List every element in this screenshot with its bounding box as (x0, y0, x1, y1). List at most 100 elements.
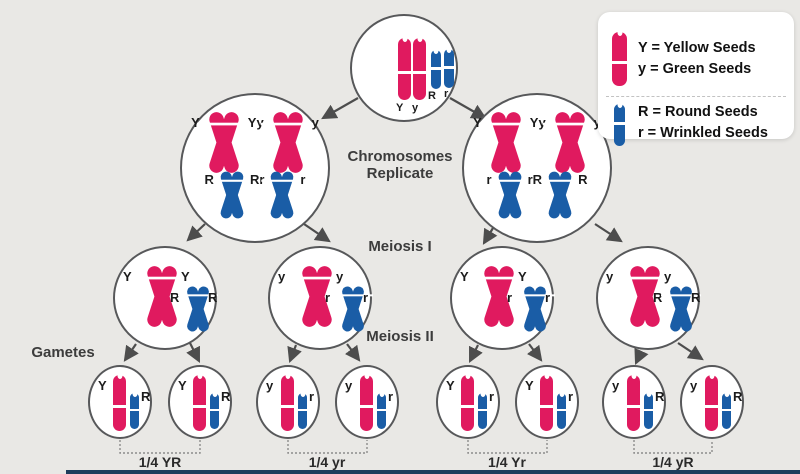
x-chromosome-blue (489, 170, 531, 220)
x-chromosome-group: y y (256, 110, 319, 175)
x-chromosome-group: r r (259, 170, 305, 220)
chromosome-rod-blue (298, 393, 307, 429)
x-chromosome-group: y y (538, 110, 601, 175)
pink-chromosome-icon (612, 32, 627, 86)
legend-item-yellow: Y = Yellow Seeds (638, 40, 756, 56)
allele-label: R (653, 290, 663, 305)
allele-label: Y (460, 269, 469, 284)
allele-label: Y (178, 378, 187, 393)
allele-label: Y (98, 378, 107, 393)
allele-label: Y (529, 115, 539, 130)
legend-item-green: y = Green Seeds (638, 61, 752, 77)
x-chromosome-group: r r (487, 170, 533, 220)
allele-label: R (655, 389, 665, 404)
chromosome-rod-pink (461, 375, 474, 431)
blue-chromosome-icon (614, 104, 625, 146)
x-chromosome-pink (543, 110, 597, 175)
x-chromosome-blue (211, 170, 253, 220)
allele-label: Y (525, 378, 534, 393)
parent-cell: Y y R r (350, 14, 458, 122)
gamete-cell-7: y R (602, 365, 666, 439)
allele-label: Y (446, 378, 455, 393)
chromosome-rod-Y (398, 38, 411, 100)
allele-label: r (489, 389, 495, 404)
allele-label: y (612, 378, 620, 393)
allele-label: y (266, 378, 274, 393)
allele-label: y (606, 269, 614, 284)
legend: Y = Yellow Seeds y = Green Seeds R = Rou… (598, 12, 794, 146)
stage-label-line: Replicate (366, 165, 434, 182)
allele-label: R (249, 172, 260, 187)
allele-label: y (594, 116, 601, 130)
allele-label: R (532, 172, 543, 187)
legend-text-blue: R = Round Seeds r = Wrinkled Seeds (638, 102, 768, 144)
stage-label-replicate: Chromosomes Replicate (330, 148, 470, 182)
allele-label: y (256, 115, 264, 130)
fraction-label-YR: 1/4 YR (138, 454, 182, 470)
allele-label: Y (181, 269, 190, 284)
chromosome-rod-r (444, 49, 454, 88)
meiosis1-cell-3: Y Y r r (450, 246, 554, 350)
x-chromosome-blue (261, 170, 303, 220)
meiosis1-cell-4: y y R R (596, 246, 700, 350)
legend-divider (606, 96, 786, 97)
allele-label: r (507, 290, 513, 305)
fraction-label-yr: 1/4 yr (308, 454, 346, 470)
blue-chromosome-row: R R r r (182, 170, 328, 220)
replicate-cell-left: Y Y y y R R r r (180, 93, 330, 243)
chromosome-rod-pink (360, 375, 373, 431)
x-chromosome-pink (197, 110, 251, 175)
allele-label: r (568, 389, 574, 404)
allele-label: y (538, 115, 546, 130)
allele-label: R (208, 290, 218, 305)
chromosome-rod-blue (557, 393, 566, 429)
gamete-cell-3: y r (256, 365, 320, 439)
allele-label: Y (473, 115, 482, 130)
chromosome-rod-pink (705, 375, 718, 431)
stage-label-line: Chromosomes (347, 148, 453, 165)
allele-label: r (444, 88, 449, 100)
fraction-brackets (119, 440, 713, 454)
allele-label: r (309, 389, 315, 404)
pink-chromosome-row: Y Y y y (182, 110, 328, 175)
allele-label: r (545, 290, 551, 305)
gamete-cell-8: y R (680, 365, 744, 439)
meiosis1-cell-1: Y Y R R (113, 246, 217, 350)
gamete-cell-5: Y r (436, 365, 500, 439)
x-chromosome-group: Y Y (473, 110, 538, 175)
allele-label: R (141, 389, 151, 404)
x-chromosome-pink (261, 110, 315, 175)
stage-label-meiosis2: Meiosis II (366, 328, 434, 345)
allele-label: r (300, 172, 306, 187)
allele-label: r (259, 172, 265, 187)
legend-item-wrinkled: r = Wrinkled Seeds (638, 125, 768, 141)
allele-label: R (733, 389, 743, 404)
allele-label: y (690, 378, 698, 393)
chromosome-rod-pink (540, 375, 553, 431)
chromosome-rod-blue (210, 393, 219, 429)
meiosis1-cell-2: y y r r (268, 246, 372, 350)
allele-label: Y (396, 102, 404, 114)
chromosome-rod-y (413, 38, 426, 100)
allele-label: r (363, 290, 369, 305)
x-chromosome-pink (479, 110, 533, 175)
gamete-cell-6: Y r (515, 365, 579, 439)
fraction-label-Yr: 1/4 Yr (488, 454, 526, 470)
blue-chromosome-row: r r R R (464, 170, 610, 220)
stage-label-gametes: Gametes (31, 344, 95, 361)
chromosome-rod-blue (377, 393, 386, 429)
x-chromosome-blue (539, 170, 581, 220)
allele-label: r (325, 290, 331, 305)
x-chromosome-group: R R (532, 170, 587, 220)
chromosome-rod-blue (722, 393, 731, 429)
allele-label: y (278, 269, 286, 284)
gamete-cell-4: y r (335, 365, 399, 439)
gamete-cell-1: Y R (88, 365, 152, 439)
fraction-label-yR: 1/4 yR (652, 454, 694, 470)
allele-label: Y (247, 115, 257, 130)
legend-text-pink: Y = Yellow Seeds y = Green Seeds (638, 38, 756, 80)
x-chromosome-group: Y Y (191, 110, 256, 175)
chromosome-rod-pink (113, 375, 126, 431)
